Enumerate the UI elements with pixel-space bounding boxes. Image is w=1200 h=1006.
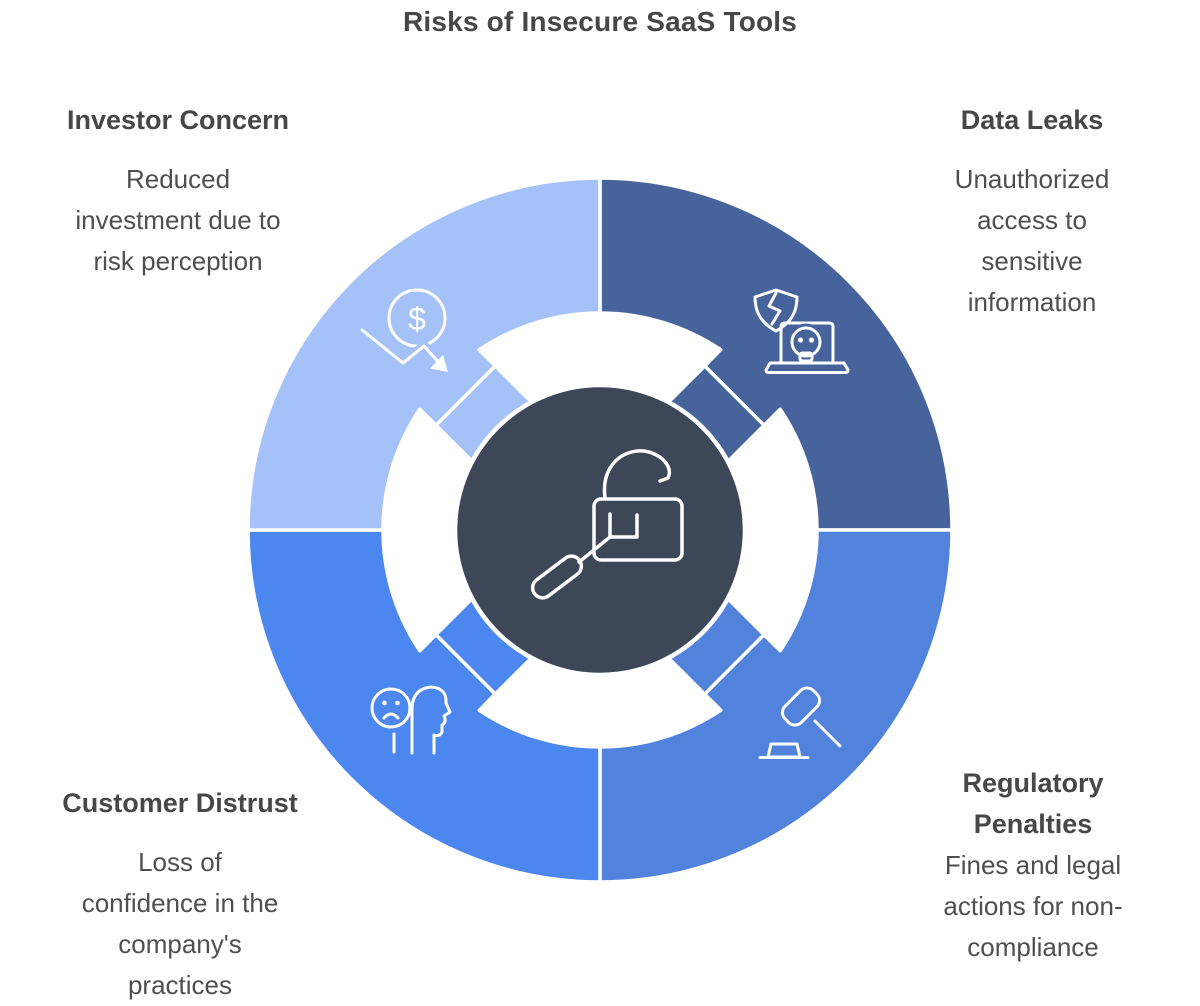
dollar-decline-icon: $ [357, 288, 448, 372]
quadrant-heading-investor-concern: Investor Concern [66, 105, 290, 135]
label-block-customer-distrust: Customer Distrust Loss of confidence in … [30, 783, 330, 1006]
quadrant-heading-data-leaks: Data Leaks [960, 105, 1104, 135]
center-circle [452, 382, 748, 678]
page-title: Risks of Insecure SaaS Tools [402, 6, 798, 37]
gavel-icon [758, 686, 842, 759]
label-block-regulatory-penalties: Regulatory Penalties Fines and legal act… [883, 763, 1183, 968]
quadrant-description-regulatory-penalties: Fines and legal actions for non-complian… [943, 850, 1123, 962]
quadrant-description-data-leaks: Unauthorized access to sensitive informa… [954, 164, 1110, 317]
quadrant-description-customer-distrust: Loss of confidence in the company's prac… [81, 847, 279, 1000]
svg-text:$: $ [408, 301, 426, 337]
distrust-head-icon [370, 685, 452, 755]
quadrant-heading-customer-distrust: Customer Distrust [62, 788, 298, 818]
malware-laptop-icon [753, 288, 850, 374]
quadrant-heading-regulatory-penalties: Regulatory Penalties [962, 768, 1104, 839]
label-block-data-leaks: Data Leaks Unauthorized access to sensit… [882, 100, 1182, 323]
quadrant-description-investor-concern: Reduced investment due to risk perceptio… [75, 164, 281, 276]
unlocked-padlock-key-icon [530, 449, 684, 600]
label-block-investor-concern: Investor Concern Reduced investment due … [28, 100, 328, 282]
